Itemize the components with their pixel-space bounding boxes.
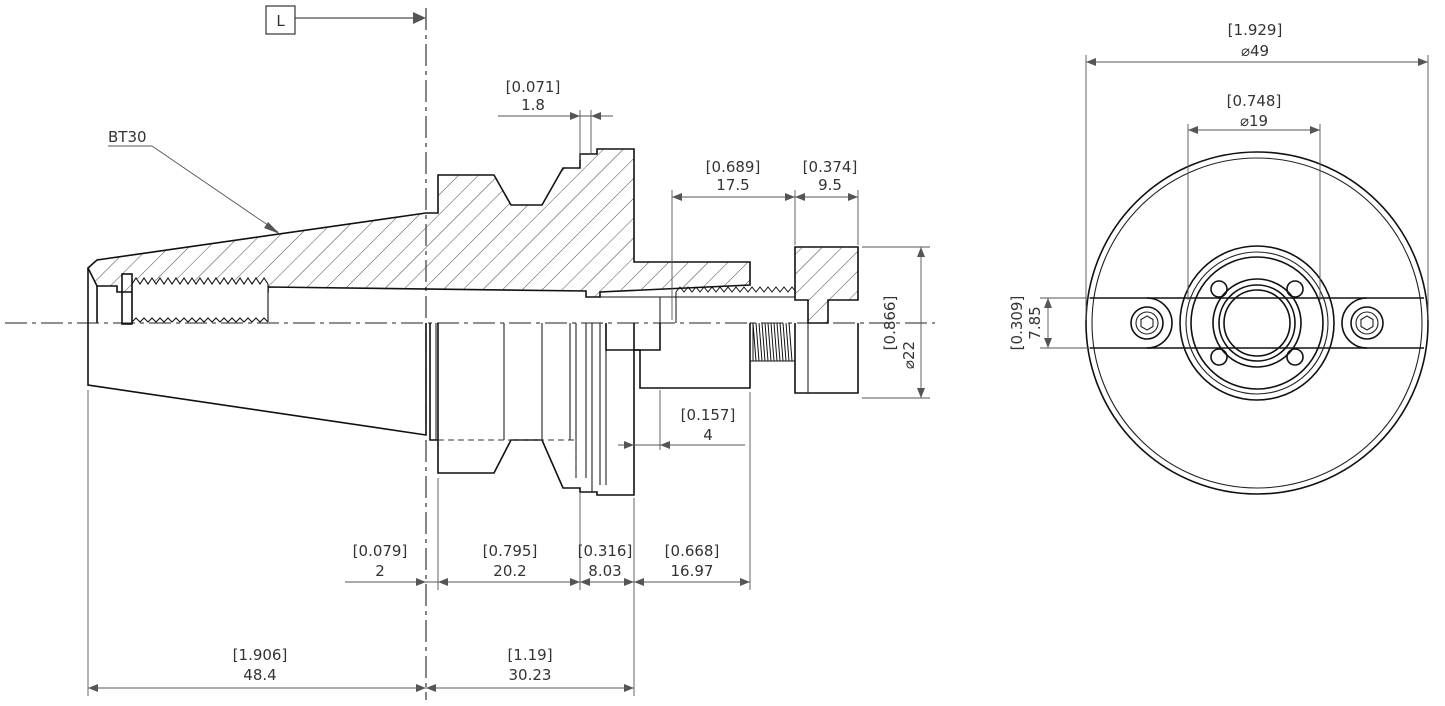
thread-relief <box>121 273 133 325</box>
svg-text:[0.079]: [0.079] <box>353 542 408 560</box>
side-view: L <box>5 5 935 700</box>
svg-text:[0.689]: [0.689] <box>706 158 761 176</box>
svg-text:2: 2 <box>375 562 385 580</box>
svg-text:[0.071]: [0.071] <box>506 78 561 96</box>
pull-stud-head-section <box>794 246 859 324</box>
datum-label: L <box>276 12 285 30</box>
svg-text:[0.748]: [0.748] <box>1227 92 1282 110</box>
screw-left <box>1130 297 1173 349</box>
dim-7-85: [0.309] 7.85 <box>1008 296 1090 351</box>
svg-text:[0.309]: [0.309] <box>1008 296 1026 351</box>
svg-text:[1.19]: [1.19] <box>507 646 552 664</box>
svg-text:[0.795]: [0.795] <box>483 542 538 560</box>
svg-text:[1.906]: [1.906] <box>233 646 288 664</box>
section-upper <box>87 148 751 298</box>
svg-text:[0.374]: [0.374] <box>803 158 858 176</box>
screw-right <box>1341 297 1384 349</box>
body-lower-outline <box>87 268 859 496</box>
svg-text:8.03: 8.03 <box>588 562 621 580</box>
dim-2: [0.079] 2 <box>345 542 448 586</box>
end-view: [1.929] ⌀49 [0.748] ⌀19 [0.309] 7.8 <box>1008 21 1429 495</box>
dim-1-8: [0.071] 1.8 <box>498 78 613 160</box>
svg-text:1.8: 1.8 <box>521 96 545 114</box>
svg-text:9.5: 9.5 <box>818 176 842 194</box>
outer-flange-circle <box>1085 151 1429 495</box>
dim-9-5: [0.374] 9.5 <box>795 158 859 245</box>
svg-text:16.97: 16.97 <box>671 562 714 580</box>
svg-text:48.4: 48.4 <box>243 666 276 684</box>
svg-text:[1.929]: [1.929] <box>1228 21 1283 39</box>
dim-17-5: [0.689] 17.5 <box>671 158 796 320</box>
datum-box <box>265 5 296 35</box>
svg-text:⌀22: ⌀22 <box>900 341 918 369</box>
dim-8-03: [0.316] 8.03 <box>578 498 635 590</box>
svg-text:20.2: 20.2 <box>493 562 526 580</box>
svg-text:⌀49: ⌀49 <box>1241 42 1269 60</box>
dim-dia-19: [0.748] ⌀19 <box>1187 92 1321 300</box>
svg-text:30.23: 30.23 <box>509 666 552 684</box>
svg-text:⌀19: ⌀19 <box>1240 112 1268 130</box>
thread-upper <box>131 277 269 323</box>
dim-20-2: [0.795] 20.2 <box>437 478 581 590</box>
svg-text:[0.157]: [0.157] <box>681 406 736 424</box>
svg-text:7.85: 7.85 <box>1026 306 1044 339</box>
dim-16-97: [0.668] 16.97 <box>634 392 751 590</box>
hub-holes <box>1210 280 1304 366</box>
svg-text:4: 4 <box>703 426 713 444</box>
taper-label: BT30 <box>108 128 147 146</box>
dim-4: [0.157] 4 <box>618 390 745 450</box>
dim-30-23: [1.19] 30.23 <box>426 590 635 696</box>
svg-text:[0.668]: [0.668] <box>665 542 720 560</box>
drive-key-bar <box>1090 297 1424 349</box>
svg-text:[0.316]: [0.316] <box>578 542 633 560</box>
datum-arrow <box>413 12 426 24</box>
dim-dia-49: [1.929] ⌀49 <box>1085 21 1429 320</box>
svg-text:[0.866]: [0.866] <box>881 296 899 351</box>
svg-text:17.5: 17.5 <box>716 176 749 194</box>
dim-48-4: [1.906] 48.4 <box>87 390 426 696</box>
dim-dia-22: [0.866] ⌀22 <box>862 246 930 399</box>
stud-thread-upper <box>600 286 797 323</box>
